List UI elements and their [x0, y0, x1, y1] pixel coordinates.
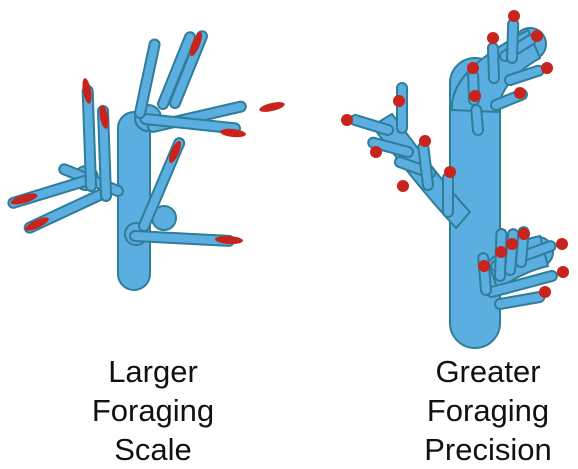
right-caption: Greater Foraging Precision	[388, 352, 578, 469]
left-root-system	[7, 30, 247, 290]
root-tip	[469, 90, 481, 102]
root-tip	[557, 266, 569, 278]
root-tip	[556, 238, 568, 250]
right-caption-line-3: Precision	[388, 430, 578, 469]
root-tip	[487, 32, 499, 44]
right-root-system	[349, 19, 558, 348]
left-caption-line-1: Larger	[53, 352, 253, 391]
root-tip	[397, 180, 409, 192]
right-lateral-root	[443, 173, 453, 217]
root-tip	[478, 260, 490, 272]
right-lateral-root	[471, 105, 484, 136]
right-caption-line-1: Greater	[388, 352, 578, 391]
root-tip	[541, 62, 553, 74]
left-caption: Larger Foraging Scale	[53, 352, 253, 469]
root-tip	[393, 95, 405, 107]
root-tip	[444, 166, 456, 178]
root-tip	[341, 114, 353, 126]
right-lateral-root	[507, 19, 519, 63]
root-architecture-diagram	[0, 0, 578, 350]
left-caption-line-2: Foraging	[53, 391, 253, 430]
root-tip	[370, 146, 382, 158]
right-lateral-root	[488, 43, 499, 83]
root-tip	[467, 62, 479, 74]
left-lateral-root	[134, 39, 160, 119]
root-tip	[508, 10, 520, 22]
right-caption-line-2: Foraging	[388, 391, 578, 430]
root-tip	[506, 238, 518, 250]
root-tip	[495, 246, 507, 258]
root-tip	[518, 228, 530, 240]
left-main-root	[118, 112, 150, 290]
left-caption-line-3: Scale	[53, 430, 253, 469]
root-tip	[514, 87, 526, 99]
root-tip	[258, 100, 285, 114]
root-tip	[539, 286, 551, 298]
root-tip	[531, 30, 543, 42]
right-lateral-root	[397, 83, 407, 133]
root-tip	[419, 135, 431, 147]
